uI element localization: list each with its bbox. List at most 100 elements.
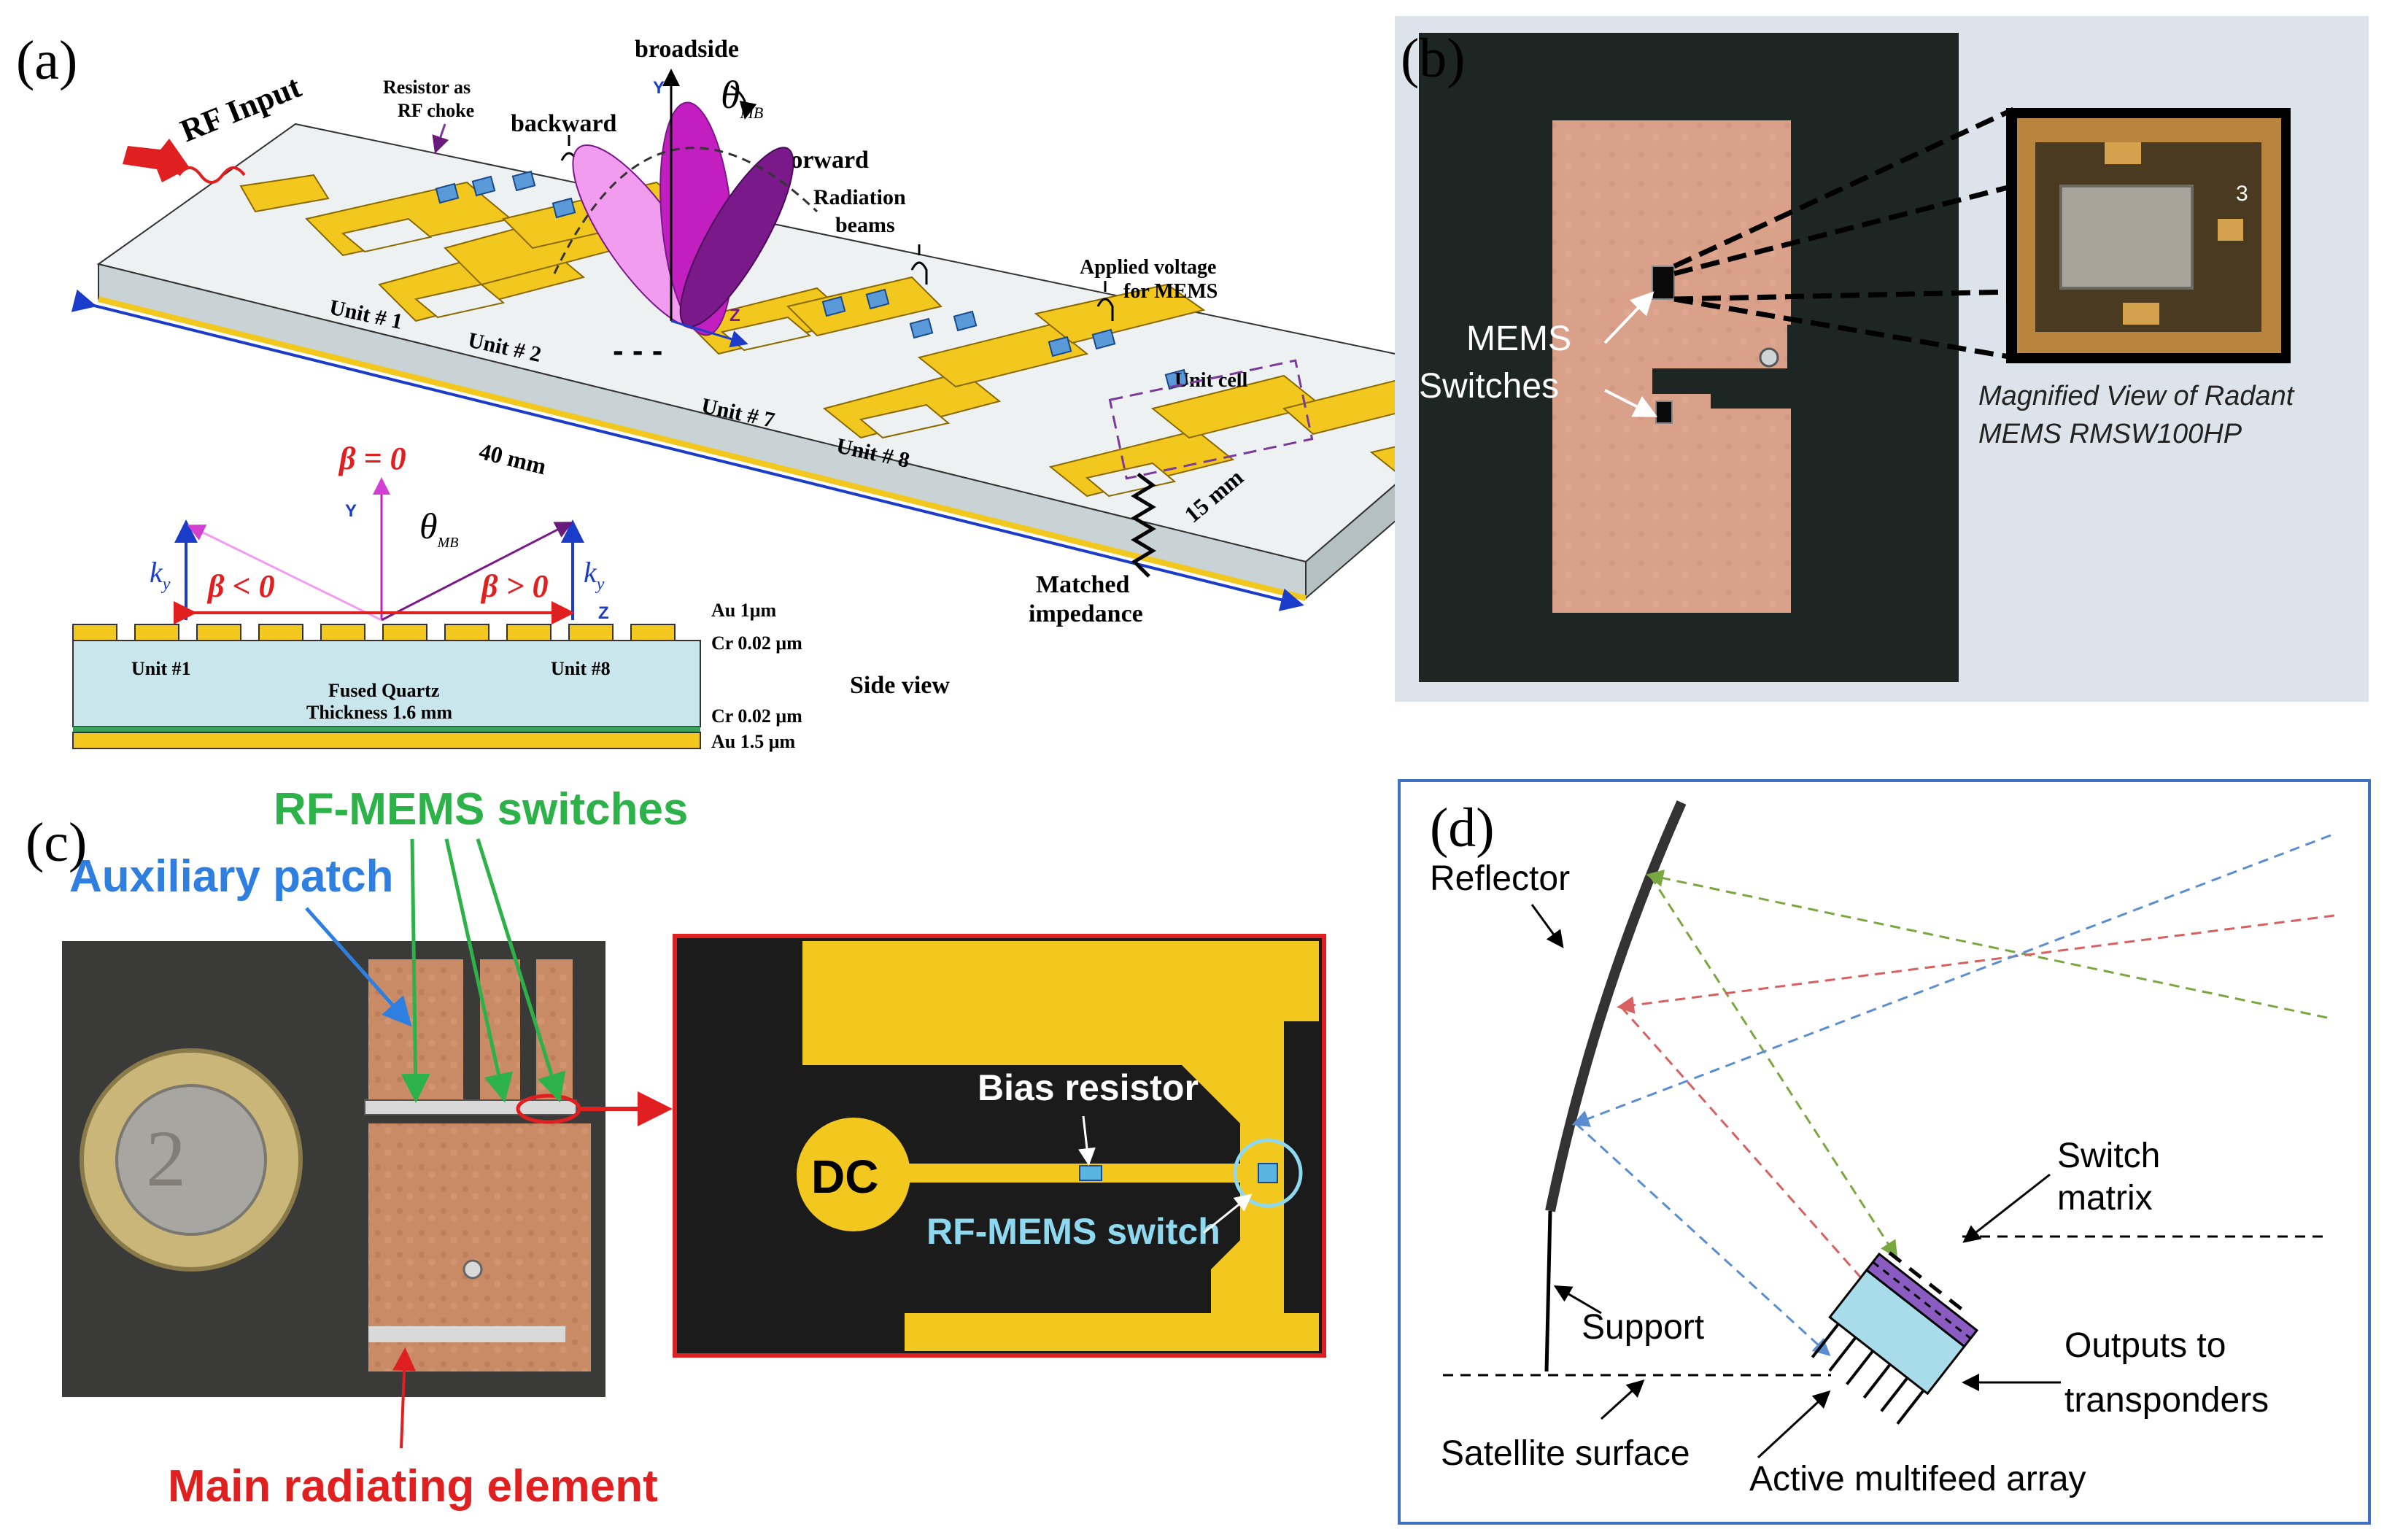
resistor-label-2: RF choke	[398, 100, 474, 121]
rf-input-squiggle	[177, 166, 246, 184]
bias-resistor-c	[1079, 1165, 1102, 1181]
side-axis-y: Y	[345, 501, 357, 521]
mems-chip-b2	[1655, 401, 1673, 424]
bias-resistor-label: Bias resistor	[978, 1067, 1199, 1108]
panel-d-label: (d)	[1430, 797, 1495, 859]
outputs-label-1: Outputs to	[2064, 1326, 2226, 1365]
side-unit8-label: Unit #8	[551, 658, 611, 679]
side-unit1-label: Unit #1	[131, 658, 191, 679]
switch-matrix-pointer	[1962, 1173, 2051, 1243]
active-multifeed-pointer	[1757, 1390, 1831, 1459]
reflector-dish	[1545, 800, 1687, 1212]
support-mast	[1544, 1210, 1552, 1372]
side-cr-bottom	[73, 727, 700, 732]
chip-pad-3	[2123, 303, 2159, 325]
side-view: β = 0 Y θMB β < 0 β > 0 ky ky Z Au 1μm C…	[72, 441, 950, 752]
satellite-surface-pointer	[1600, 1379, 1645, 1420]
active-multifeed-label: Active multifeed array	[1749, 1460, 2086, 1498]
zoom-lines	[1673, 107, 2015, 360]
bias-resistor-pointer	[1078, 1115, 1096, 1166]
mems-label-2: Switches	[1419, 367, 1559, 406]
mems-switch-circle-c	[1233, 1138, 1303, 1208]
copper-patch-b	[1552, 120, 1791, 613]
resistor-label-1: Resistor as	[383, 77, 471, 98]
applied-voltage-label-2: for MEMS	[1123, 280, 1218, 303]
multifeed-array	[1811, 1251, 1979, 1425]
panel-a-label: (a)	[16, 30, 77, 91]
switch-matrix-label-2: matrix	[2057, 1179, 2153, 1218]
coin-glyph: 2	[146, 1114, 186, 1203]
switch-row-c	[364, 1099, 577, 1115]
au-top-label: Au 1μm	[711, 600, 776, 621]
side-view-label: Side view	[850, 672, 950, 699]
rf-mems-switches-label: RF-MEMS switches	[274, 784, 688, 835]
green-arrows-c	[400, 838, 566, 1103]
mems-arrow-1	[1603, 291, 1655, 344]
beta-neg-label: β < 0	[206, 568, 275, 604]
dim-40-label: 40 mm	[476, 438, 549, 480]
zoom-gold-traces	[748, 941, 1319, 1351]
radiation-beams: Y Z	[553, 69, 818, 348]
panel-c-label: (c)	[26, 812, 87, 873]
axis-y-top: Y	[653, 78, 665, 98]
dots-label: - - -	[613, 333, 662, 368]
zoom-dark-inner	[748, 941, 802, 1065]
broadside-label: broadside	[635, 36, 739, 63]
main-radiating-label: Main radiating element	[168, 1461, 658, 1512]
unit-cell-box	[1108, 359, 1314, 480]
beta-pos-label: β > 0	[480, 568, 549, 604]
outputs-label-2: transponders	[2064, 1381, 2269, 1420]
side-patches	[72, 624, 676, 641]
radiation-label-1: Radiation	[813, 185, 906, 209]
magnified-caption-1: Magnified View of Radant	[1978, 381, 2295, 411]
side-au-bottom	[72, 732, 701, 749]
matched-label-2: impedance	[1029, 600, 1143, 627]
support-label: Support	[1582, 1308, 1704, 1347]
reflector-label: Reflector	[1430, 859, 1570, 898]
switch-matrix-label-1: Switch	[2057, 1137, 2160, 1175]
applied-voltage-label-1: Applied voltage	[1080, 256, 1216, 279]
panel-b: (b) MEMS Switches 3 Magnified View of Ra…	[1395, 16, 2369, 702]
panel-d: (d) Reflector	[1398, 779, 2371, 1525]
magnified-caption-2: MEMS RMSW100HP	[1978, 419, 2242, 449]
via-c	[463, 1259, 483, 1280]
mems-chip-b1	[1652, 266, 1675, 300]
side-axis-z: Z	[598, 603, 609, 623]
side-theta: θMB	[419, 506, 458, 551]
backward-label: backward	[511, 110, 617, 137]
chip-pad-1	[2105, 142, 2141, 164]
chip-pad-2	[2218, 219, 2243, 241]
rf-mems-switch-label: RF-MEMS switch	[926, 1211, 1220, 1252]
mems-label-1: MEMS	[1466, 320, 1571, 358]
resistor-pointer	[432, 123, 449, 154]
rf-input-arrow	[123, 139, 190, 182]
auxiliary-patch-label: Auxiliary patch	[69, 851, 393, 902]
chip-mark: 3	[2236, 182, 2248, 206]
forward-label: forward	[782, 147, 869, 174]
mems-switch-c	[1258, 1163, 1278, 1183]
red-arrow-main-c	[392, 1347, 417, 1449]
mems-arrow-2	[1604, 389, 1658, 417]
radiation-label-2: beams	[835, 213, 895, 237]
bottom-strip-c	[368, 1326, 565, 1342]
panel-a: (a)	[16, 30, 1520, 752]
euro-coin-inner	[115, 1084, 267, 1236]
au-bottom-label: Au 1.5 μm	[711, 731, 795, 752]
quartz-label-1: Fused Quartz	[328, 680, 439, 701]
beta0-label: β = 0	[338, 441, 406, 476]
matched-label-1: Matched	[1036, 571, 1130, 598]
cr-bottom-label: Cr 0.02 μm	[711, 705, 802, 727]
axis-z-top: Z	[729, 306, 740, 325]
quartz-label-2: Thickness 1.6 mm	[306, 702, 452, 723]
dc-label: DC	[811, 1150, 878, 1203]
chip-die	[2059, 185, 2194, 290]
ky-left: ky	[150, 556, 171, 594]
matched-resistor	[1131, 473, 1156, 578]
ky-right: ky	[584, 556, 605, 594]
panel-c: (c) RF-MEMS switches Auxiliary patch 2 M…	[26, 784, 1326, 1512]
reflector-pointer	[1530, 904, 1564, 948]
rf-mems-switch-pointer	[1203, 1193, 1253, 1234]
panel-b-label: (b)	[1401, 28, 1466, 89]
rays-d	[1571, 834, 2335, 1357]
blue-arrow-c	[305, 907, 412, 1027]
